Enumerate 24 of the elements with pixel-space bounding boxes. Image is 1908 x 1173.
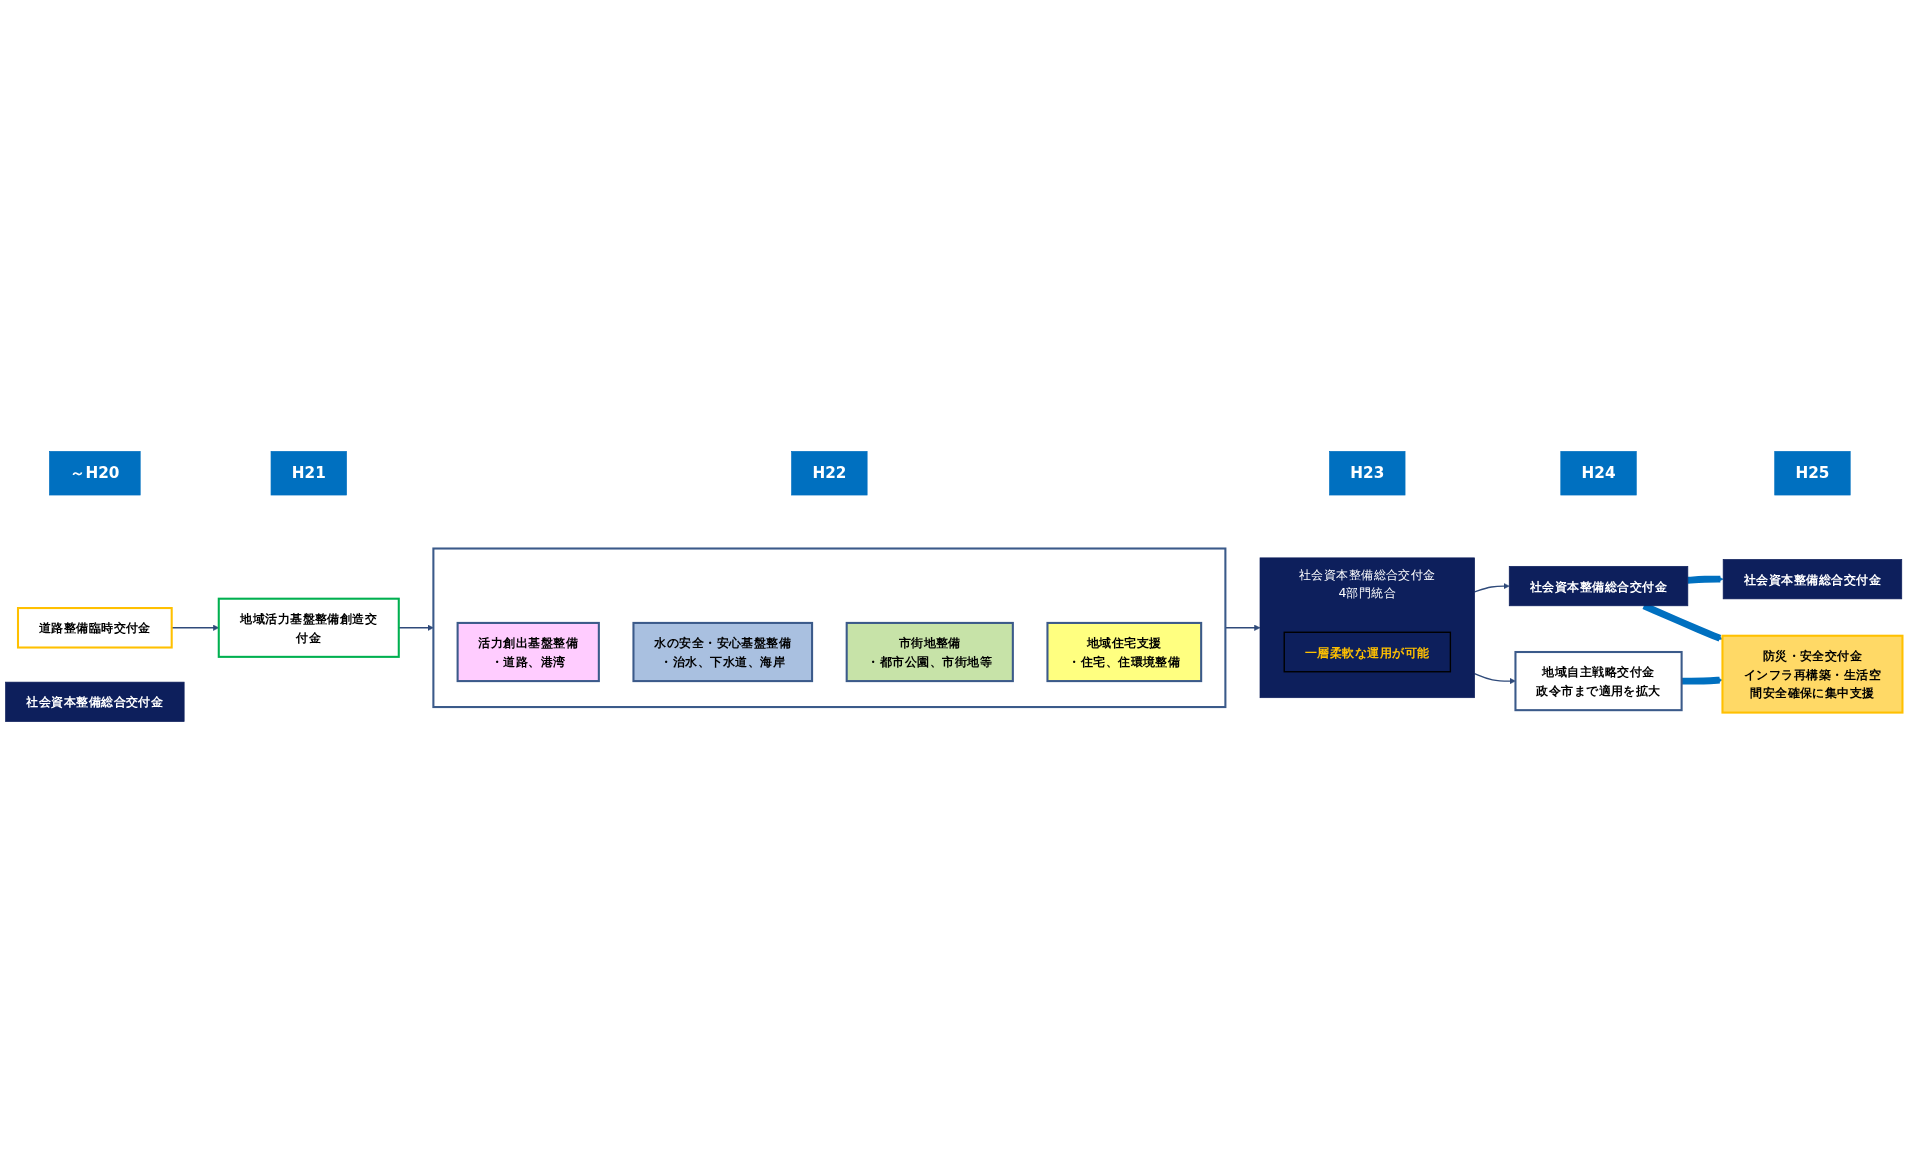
node-box: H24 bbox=[1560, 451, 1637, 496]
node-box: 地域活力基盤整備創造交付金 bbox=[217, 597, 400, 658]
node-box: H25 bbox=[1774, 451, 1851, 496]
node-box: H22 bbox=[791, 451, 868, 496]
node-box: 一層柔軟な運用が可能 bbox=[1283, 631, 1452, 673]
arrow bbox=[398, 624, 434, 631]
node-box: ～H20 bbox=[49, 451, 141, 496]
node-box: 地域自主戦略交付金 政令市まで適用を拡大 bbox=[1514, 650, 1683, 712]
node-box: H21 bbox=[270, 451, 347, 496]
arrow bbox=[1473, 583, 1510, 593]
node-box: 活力創出基盤整備 ・道路、港湾 bbox=[456, 621, 600, 683]
cluster bbox=[432, 547, 1227, 709]
node-box: 地域住宅支援 ・住宅、住環境整備 bbox=[1046, 621, 1203, 683]
arrow bbox=[1681, 676, 1723, 685]
node-box: 市街地整備 ・都市公園、市街地等 bbox=[845, 621, 1014, 683]
node-box: 道路整備臨時交付金 bbox=[16, 607, 173, 649]
node-box: 水の安全・安心基盤整備 ・治水、下水道、海岸 bbox=[632, 621, 814, 683]
node-box: 社会資本整備総合交付金 bbox=[5, 681, 185, 722]
node-box: 社会資本整備総合交付金 bbox=[1722, 559, 1903, 600]
node-box: H23 bbox=[1329, 451, 1406, 496]
arrow bbox=[1473, 673, 1516, 685]
arrow bbox=[1687, 575, 1724, 584]
node-box: 社会資本整備総合交付金 bbox=[1508, 566, 1689, 607]
node-box: 防災・安全交付金 インフラ再構築・生活空間安全確保に集中支援 bbox=[1721, 634, 1904, 714]
